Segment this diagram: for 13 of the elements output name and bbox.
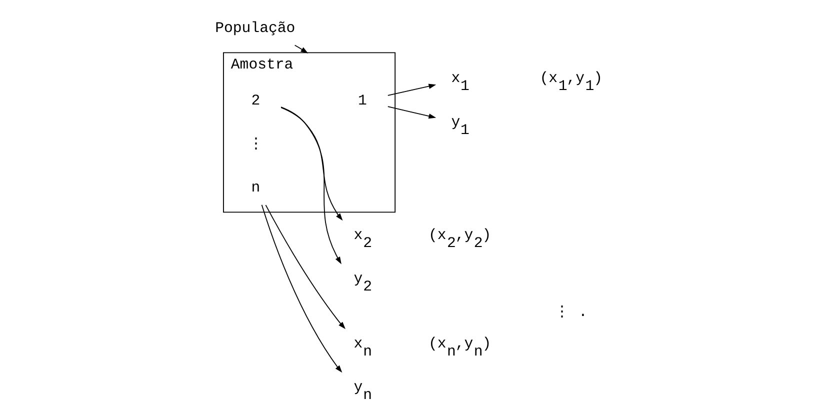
arrow: [280, 107, 342, 221]
arrow: [294, 44, 308, 54]
node-text: 2: [250, 93, 260, 110]
arrow: [386, 106, 436, 119]
arrow: [264, 204, 345, 330]
node-text: 1: [357, 93, 366, 110]
label: ⋮: [248, 137, 264, 154]
arrow: [386, 84, 436, 96]
node-text: n: [250, 180, 260, 197]
node-text: População: [214, 21, 295, 38]
label: ⋮ .: [554, 304, 587, 321]
arrow: [260, 204, 342, 373]
arrow: [280, 106, 341, 264]
